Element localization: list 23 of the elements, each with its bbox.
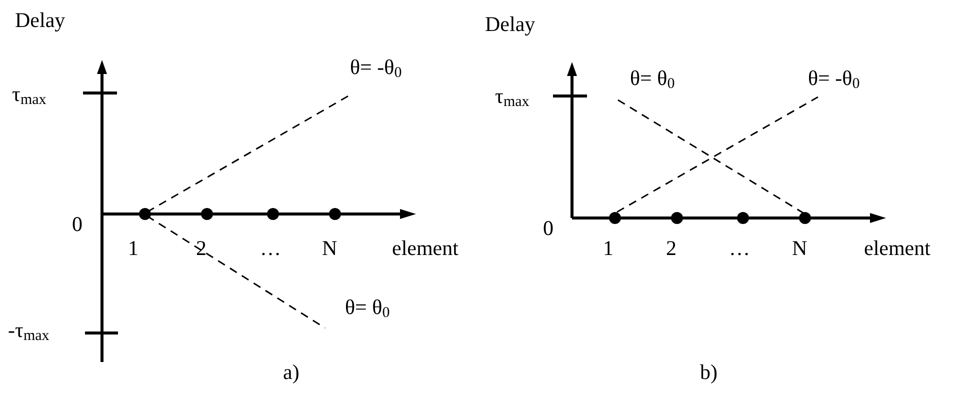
panel-label: b) [700,360,718,384]
line-label: θ= -θ$_{0}$ [350,55,402,79]
tick-label: N [792,236,808,260]
tick-label: 1 [603,236,614,260]
panel-label: a) [283,360,300,384]
tick-label: N [322,236,338,260]
line-label: θ= -θ$_{0}$ [808,66,860,90]
tick-label: 1 [128,236,138,260]
tick-label: τ$_{max}$ [495,84,530,108]
line-label: θ= θ$_{0}$ [345,295,390,319]
axis-label: element [864,236,930,260]
axis-label: Delay [15,8,66,32]
tick-label: -τ$_{max}$ [8,318,50,342]
axis-label: Delay [485,12,536,36]
tick-label: 0 [543,216,554,240]
tick-label: … [729,236,750,260]
tick-label: τ$_{max}$ [12,82,46,106]
tick-label: 2 [196,236,206,260]
axis-label: element [392,236,458,260]
tick-label: … [260,236,281,260]
tick-label: 0 [72,212,82,236]
tick-label: 2 [666,236,676,260]
line-label: θ= θ$_{0}$ [630,66,675,90]
